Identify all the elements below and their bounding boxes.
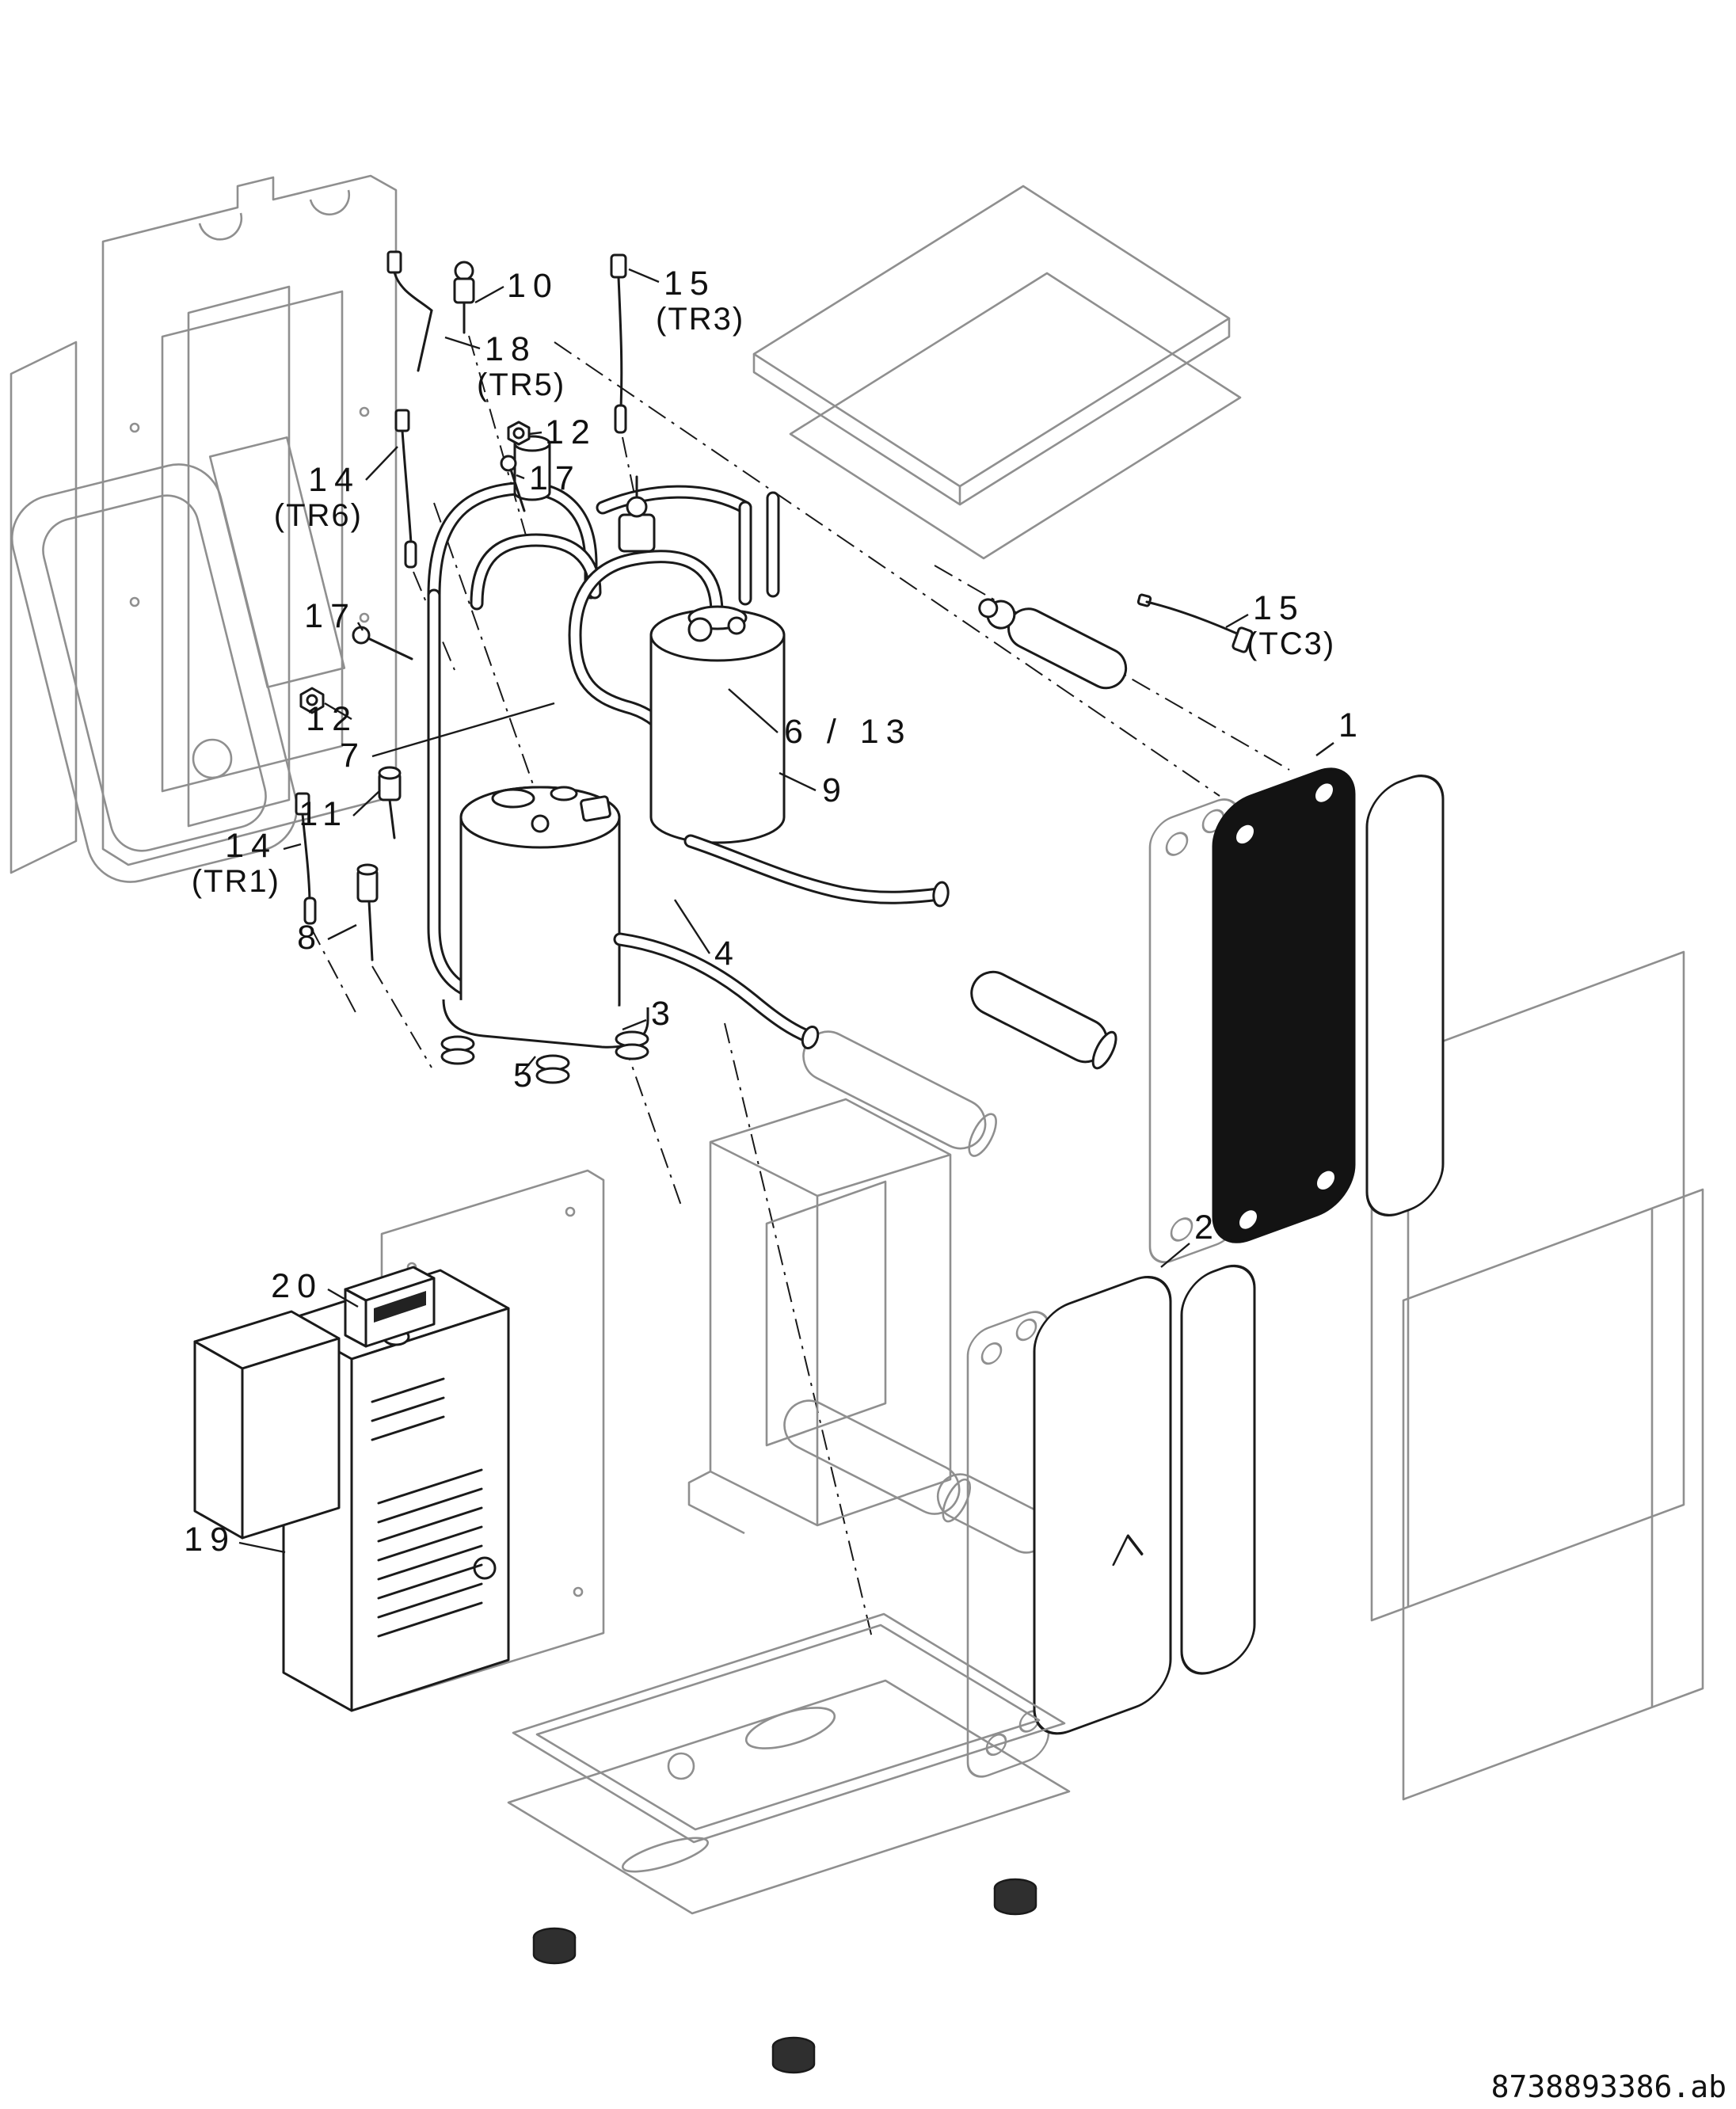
heat-exchanger-2-group [966, 1264, 1256, 1778]
svg-text:17: 17 [529, 459, 581, 497]
callout-14-tr6: 14 (TR6) [274, 461, 363, 533]
heat-exchanger-1-group [1148, 767, 1445, 1263]
pipe-sleeve-front [970, 970, 1117, 1070]
svg-text:19: 19 [184, 1521, 236, 1559]
sensor-11 [378, 766, 402, 839]
insulation-pad-2 [1180, 1264, 1256, 1675]
leveling-feet [532, 1878, 1037, 2074]
vent-slots [371, 1377, 483, 1638]
callout-15-tr3: 15 (TR3) [656, 265, 744, 337]
svg-text:1: 1 [1338, 706, 1365, 744]
svg-text:20: 20 [271, 1267, 323, 1305]
frame-bracket [687, 1098, 952, 1535]
svg-text:(TR1): (TR1) [192, 864, 280, 899]
compressor [459, 786, 621, 1036]
sensor-8 [356, 863, 379, 961]
svg-text:14: 14 [225, 827, 277, 865]
insulation-pad-rear [10, 463, 299, 883]
callout-9: 9 [822, 771, 848, 809]
sensor-15-tc3 [1136, 593, 1254, 653]
sensor-14-tr1 [295, 792, 317, 925]
screw-17-left [352, 626, 413, 660]
leader-lines [238, 268, 1334, 1554]
callout-17-left: 17 [304, 597, 356, 635]
callout-17-upper: 17 [529, 459, 581, 497]
base-plate-assembly [507, 1612, 1071, 2074]
svg-text:6 / 13: 6 / 13 [784, 713, 912, 751]
loose-parts [295, 250, 1254, 961]
svg-text:4: 4 [714, 935, 740, 973]
insulation-pad-1 [1365, 775, 1445, 1217]
svg-text:12: 12 [545, 413, 597, 451]
svg-text:12: 12 [306, 700, 358, 738]
svg-text:7: 7 [340, 737, 366, 775]
callout-4: 4 [714, 935, 740, 973]
rear-panel-assembly [10, 174, 398, 883]
svg-text:10: 10 [507, 267, 559, 305]
document-number: 8738893386.ab [1491, 2069, 1726, 2104]
callout-18-tr5: 18 (TR5) [477, 330, 565, 402]
screw-17-upper [500, 455, 526, 512]
svg-text:11: 11 [299, 795, 348, 833]
sensor-10 [453, 261, 475, 334]
svg-text:15: 15 [664, 265, 716, 303]
sensor-18-tr5 [386, 250, 433, 372]
svg-text:(TR3): (TR3) [656, 302, 744, 337]
refrigerant-pipes-front [620, 841, 950, 1050]
callout-19: 19 [184, 1521, 236, 1559]
svg-text:17: 17 [304, 597, 356, 635]
callout-5: 5 [513, 1056, 539, 1094]
svg-text:(TC3): (TC3) [1247, 626, 1335, 661]
svg-text:(TR6): (TR6) [274, 498, 363, 533]
plate-heat-exchanger-2 [1033, 1275, 1172, 1735]
contactor [344, 1266, 436, 1348]
callout-12-upper: 12 [545, 413, 597, 451]
svg-text:14: 14 [308, 461, 360, 499]
sensor-well-cylinder [513, 435, 551, 501]
callout-1: 1 [1338, 706, 1365, 744]
callout-7: 7 [340, 737, 366, 775]
nut-12-left [299, 687, 325, 714]
callout-6-13: 6 / 13 [784, 713, 912, 751]
plate-heat-exchanger-1 [1212, 767, 1356, 1243]
svg-text:8: 8 [297, 919, 323, 957]
compressor-mounting-plate [440, 999, 649, 1084]
svg-text:18: 18 [485, 330, 537, 368]
side-cover-box [193, 1310, 341, 1540]
svg-text:3: 3 [651, 995, 677, 1033]
callout-15-tc3: 15 (TC3) [1247, 589, 1335, 661]
svg-text:2: 2 [1194, 1209, 1220, 1247]
callout-12-left: 12 [306, 700, 358, 738]
callout-2: 2 [1194, 1209, 1220, 1247]
sensor-14-tr6 [394, 409, 417, 569]
pipe-with-fitting [978, 598, 1128, 690]
svg-text:(TR5): (TR5) [477, 367, 565, 402]
callout-11: 11 [299, 795, 348, 833]
right-side-panels [1370, 950, 1704, 1801]
svg-text:5: 5 [513, 1056, 539, 1094]
callouts: 10 15 (TR3) 18 (TR5) 12 17 14 (TR6) 17 1… [184, 265, 1365, 1559]
svg-text:9: 9 [822, 771, 848, 809]
nut-12-upper [507, 421, 531, 446]
electrical-box-group [193, 1169, 605, 1712]
accumulator [649, 605, 786, 844]
callout-8: 8 [297, 919, 323, 957]
svg-text:15: 15 [1253, 589, 1305, 627]
top-cover-panels [752, 185, 1242, 560]
callout-14-tr1: 14 (TR1) [192, 827, 280, 899]
refrigerant-circuit-assembly [434, 435, 950, 1084]
callout-20: 20 [271, 1267, 323, 1305]
expansion-valve [618, 475, 656, 553]
callout-3: 3 [651, 995, 677, 1033]
callout-10: 10 [507, 267, 559, 305]
sensor-15-tr3 [610, 253, 627, 434]
